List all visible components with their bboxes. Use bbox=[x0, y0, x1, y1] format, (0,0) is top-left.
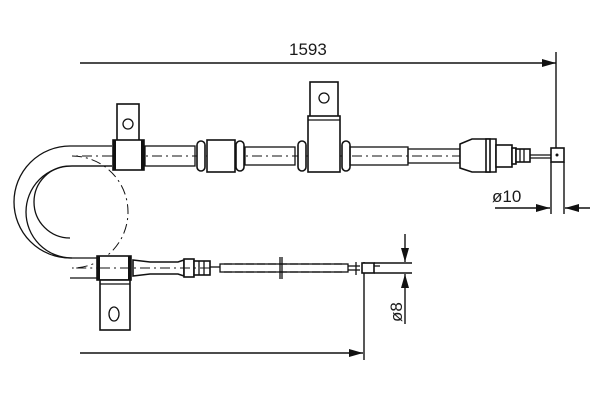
outer-end-diameter-label: ø10 bbox=[492, 187, 521, 206]
inner-end-diameter-dimension: ø8 bbox=[374, 234, 412, 324]
overall-length-dimension: 1593 bbox=[80, 40, 557, 148]
lower-cable bbox=[96, 255, 380, 331]
inner-end-diameter-label: ø8 bbox=[387, 302, 406, 322]
overall-length-label: 1593 bbox=[289, 40, 327, 59]
upper-cable bbox=[13, 81, 565, 279]
lower-length-dimension bbox=[80, 262, 365, 360]
outer-end-diameter-dimension: ø10 bbox=[492, 162, 590, 214]
